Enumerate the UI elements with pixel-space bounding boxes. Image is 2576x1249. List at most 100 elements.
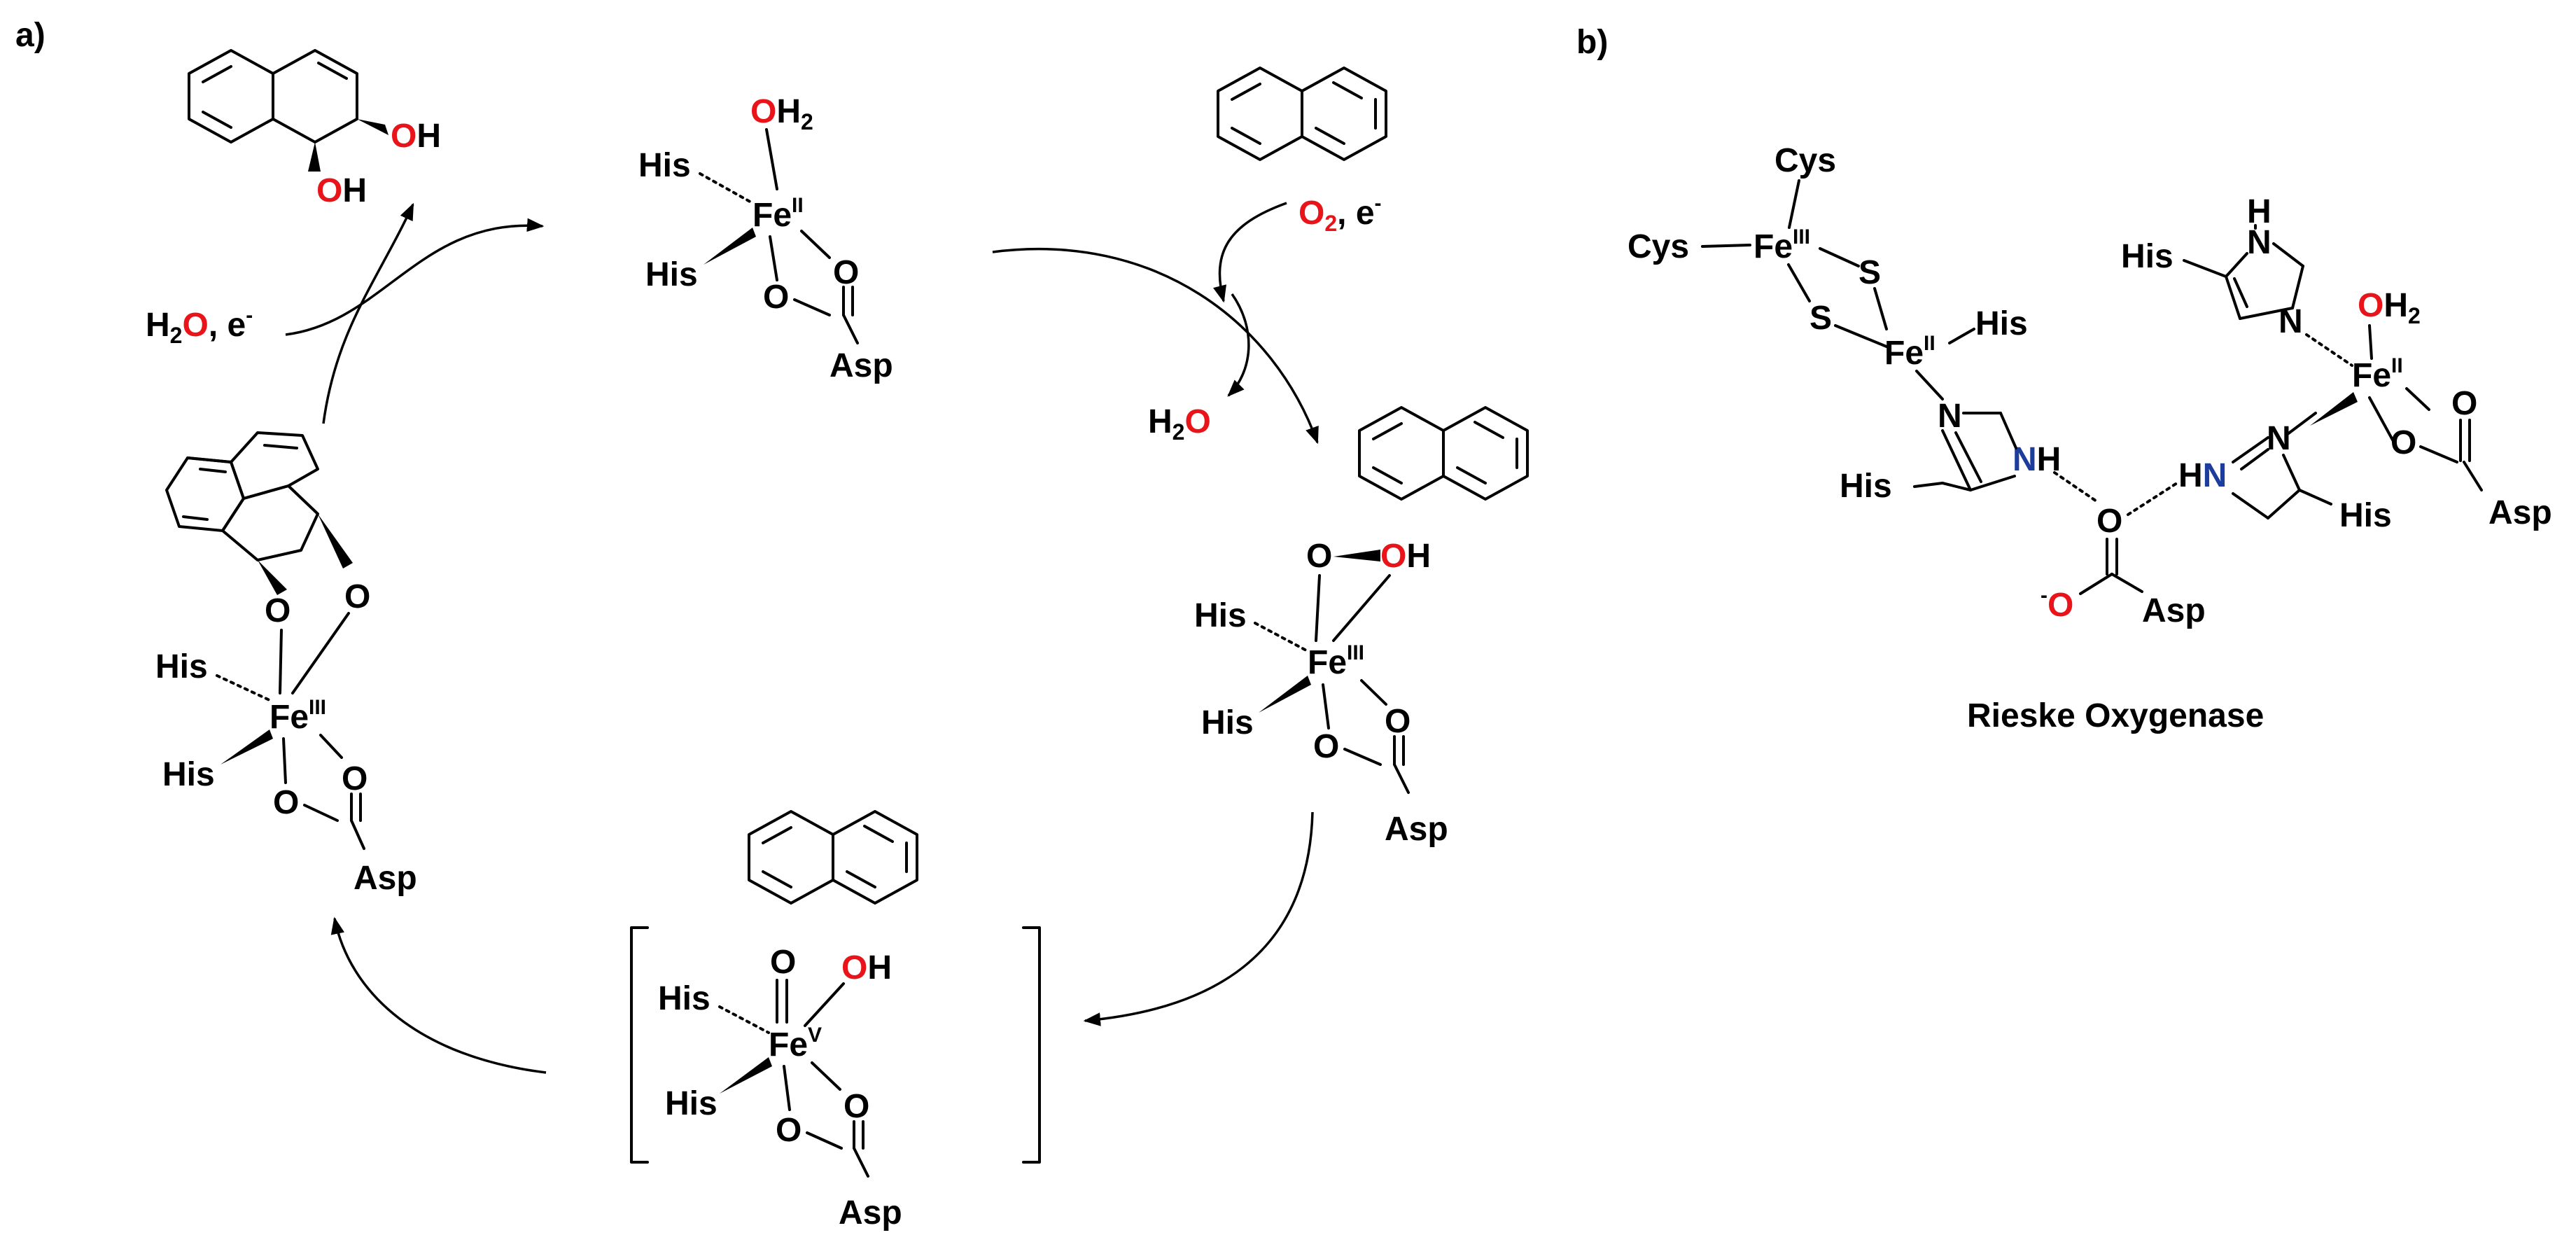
sulfur-lower: S [1809, 300, 1832, 337]
h2o-h: H [146, 307, 170, 344]
fe-symbol: Fe [1308, 644, 1347, 681]
imidazole2-hn: HN [2178, 457, 2227, 494]
peroxo-o-right: O [1380, 538, 1406, 575]
asp-o-right: O [2451, 385, 2477, 422]
fe-center: FeV [769, 1024, 822, 1063]
cis-diol-product: OH OH [188, 49, 441, 209]
h2o-out-sub2: 2 [1172, 419, 1185, 445]
rieske-cluster: Cys Cys FeIII S S FeII His N NH His O -O [1628, 142, 2392, 629]
cys-top: Cys [1774, 142, 1836, 179]
fe-symbol: Fe [1754, 228, 1793, 265]
panel-b-caption: Rieske Oxygenase [1967, 697, 2264, 734]
water-o: O [2358, 287, 2384, 324]
fe-oxidation: V [808, 1024, 822, 1047]
fe-oxidation: II [792, 194, 804, 217]
h2o-out-h: H [1148, 403, 1172, 440]
fe-symbol: Fe [270, 699, 309, 736]
his-label-upper: His [658, 980, 710, 1017]
fe-symbol: Fe [752, 197, 792, 234]
asp-label: Asp [2488, 494, 2552, 531]
diol-oh-lower: OH [316, 172, 367, 209]
diol-o-lower: O [316, 172, 342, 209]
diol-oh-right: OH [391, 118, 441, 155]
arrow-o2-binding [1213, 202, 1287, 303]
asp-label: Asp [1385, 811, 1448, 848]
fe-center: FeIII [1308, 641, 1364, 681]
asp-o-upper: O [2096, 503, 2122, 540]
h2o-out-o: O [1184, 403, 1210, 440]
asp-o-left: O [2390, 424, 2416, 461]
sulfur-upper: S [1858, 254, 1881, 291]
asp-minus: - [2040, 584, 2047, 607]
o2-e-minus: - [1375, 192, 1382, 215]
hydroxo-oh: OH [841, 949, 892, 986]
water-sub2: 2 [801, 109, 813, 134]
h2o-comma-e: , e [209, 307, 246, 344]
arrow-to-peroxo [992, 248, 1319, 445]
diol-o-left: O [265, 592, 290, 629]
water-ligand: OH2 [750, 93, 813, 134]
fe-oxidation: II [2391, 354, 2403, 377]
panel-b-label: b) [1576, 24, 1608, 61]
naphthalene-substrate-right [1358, 406, 1529, 501]
asp-label: Asp [354, 860, 417, 897]
imidazole3-nh-top: H [2247, 193, 2272, 230]
imidazole3-n-top: N [2247, 224, 2272, 261]
water-ligand: OH2 [2358, 287, 2421, 328]
brackets [630, 926, 1041, 1164]
h2o-e-minus: - [246, 304, 253, 327]
arrow-to-resting [285, 218, 545, 336]
diol-o-right: O [391, 118, 416, 155]
imidazole2-n-upper: N [2267, 420, 2291, 457]
fe-center: FeIII [270, 696, 326, 736]
fe5-oxo-hydroxo-complex: O OH His FeV His O O Asp [658, 944, 902, 1231]
fe3-diol-complex: O O His FeIII His O O Asp [155, 431, 417, 897]
fe-oxidation: III [1347, 641, 1364, 664]
rieske-fe2: FeII [1884, 332, 1935, 372]
asp-label: Asp [2142, 592, 2206, 629]
his-right-of-fe2: His [1975, 305, 2028, 342]
resting-fe2-complex: OH2 His FeII His O O Asp [638, 93, 893, 384]
o2-o: O [1298, 195, 1324, 232]
his-left-bottom: His [1840, 468, 1892, 505]
asp-o-right: O [342, 760, 368, 797]
panel-a-label: a) [15, 17, 46, 54]
his-label-upper: His [638, 147, 691, 184]
asp-o-left: O [273, 784, 299, 821]
water-sub2: 2 [2408, 303, 2421, 328]
imidazole3-n-bottom: N [2278, 303, 2303, 340]
imidazole2-h: H [2178, 457, 2203, 494]
fe-oxidation: III [309, 696, 326, 719]
h2o-o: O [182, 307, 208, 344]
fe-center: FeII [2352, 354, 2403, 394]
imidazole-nh: NH [2012, 441, 2061, 478]
oxo-o: O [770, 944, 796, 981]
rieske-fe3: FeIII [1754, 225, 1810, 265]
asp-o-right: O [844, 1088, 869, 1125]
imidazole-h: H [2037, 441, 2062, 478]
his-label-lower: His [665, 1085, 718, 1122]
mononuclear-fe-site: H N N His OH2 FeII O O Asp [2121, 193, 2552, 531]
o2-comma-e: , e [1337, 195, 1374, 232]
arrow-water-release [1227, 293, 1250, 397]
diol-o-right: O [344, 578, 370, 615]
fe-symbol: Fe [2352, 357, 2391, 394]
his-label-lower: His [1201, 704, 1254, 741]
naphthalene-substrate-bottom [748, 810, 918, 905]
peroxo-oh: OH [1380, 538, 1431, 575]
diol-h-lower: H [342, 172, 367, 209]
fe-oxidation: III [1793, 225, 1810, 249]
asp-o-left: O [776, 1112, 802, 1149]
his-label-lower: His [162, 756, 215, 793]
cys-left: Cys [1628, 228, 1689, 265]
water-o: O [750, 93, 776, 130]
peroxo-o-left: O [1306, 538, 1332, 575]
his-label-upper: His [155, 648, 208, 685]
asp-o-left: O [1313, 728, 1339, 765]
fe3-hydroperoxo-complex: O OH His FeIII His O O Asp [1194, 538, 1448, 848]
asp-o-lower: O [2047, 587, 2073, 624]
arrow-to-high-valent [1083, 811, 1314, 1026]
fe-symbol: Fe [1884, 335, 1924, 372]
asp-label: Asp [830, 347, 893, 384]
